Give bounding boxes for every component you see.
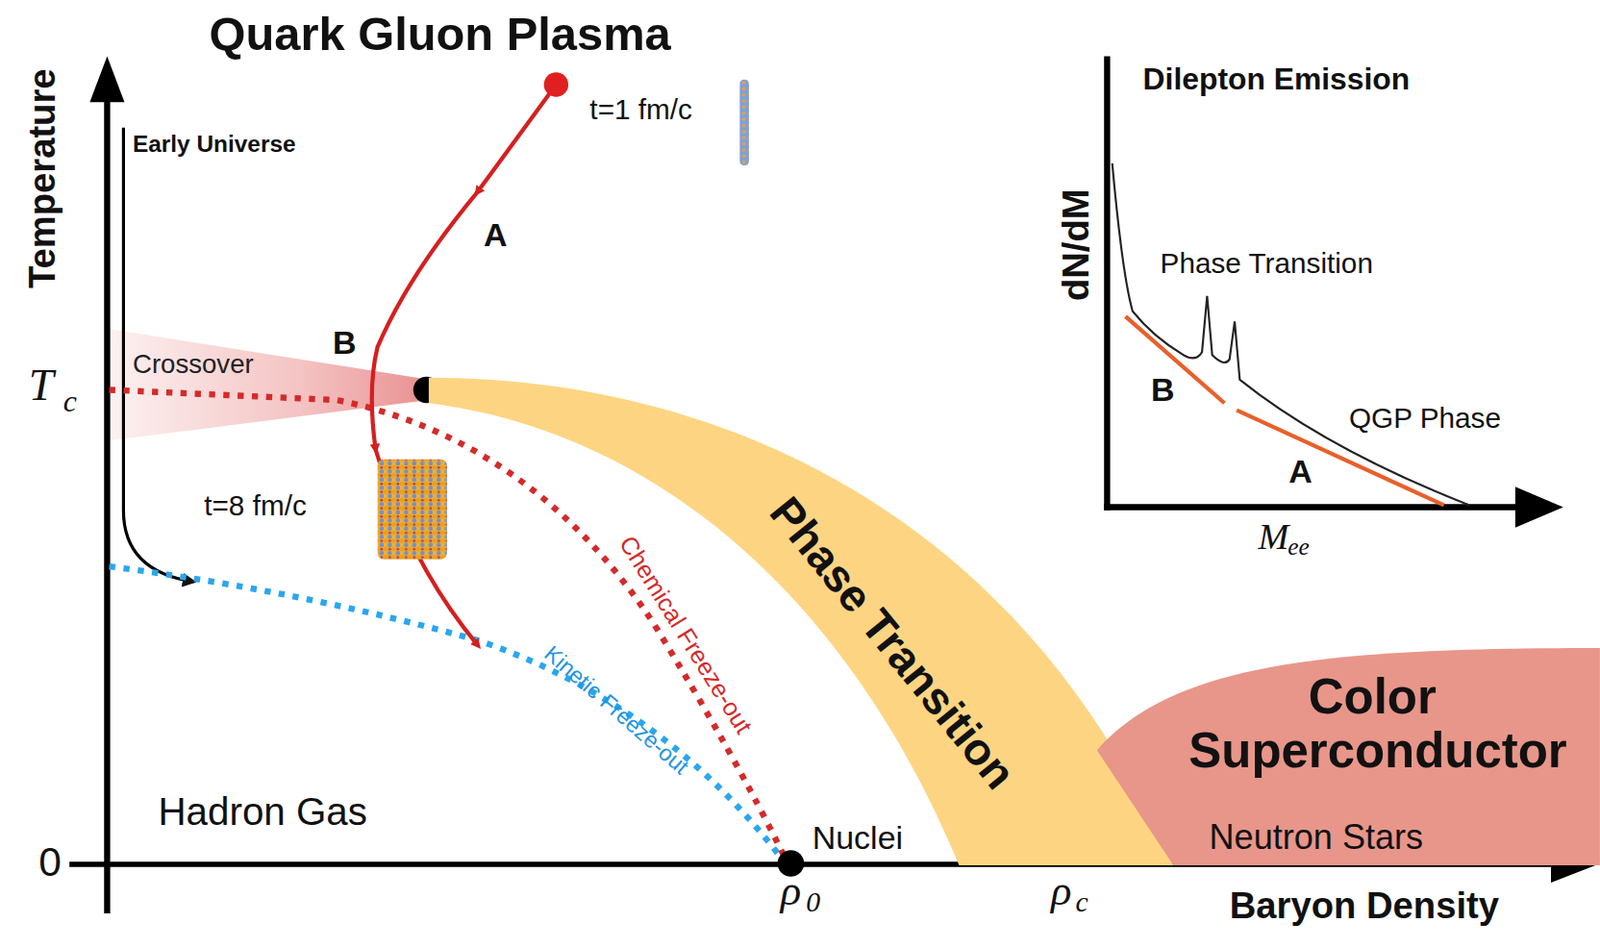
- axis-tick: ρ: [1050, 869, 1072, 913]
- stage-letter: A: [483, 218, 508, 251]
- axis-tick-sub: c: [1075, 887, 1089, 917]
- region-title: Color Superconductor: [1188, 671, 1556, 779]
- curve-label: QGP Phase: [1349, 403, 1501, 433]
- phase-transition-band: Phase Transition: [428, 375, 1175, 866]
- axis-title: dN/dM: [1057, 188, 1095, 301]
- axis-title: M: [1257, 518, 1289, 555]
- trajectory-label: Early Universe: [132, 132, 297, 156]
- stage-letter: A: [1288, 454, 1313, 488]
- region-label: Hadron Gas: [157, 792, 367, 831]
- axis-tick-sub: 0: [805, 887, 821, 917]
- axis-title: Baryon Density: [1229, 887, 1500, 925]
- inset-title: Dilepton Emission: [1143, 64, 1411, 96]
- line-label: Kinetic Freeze-out: [540, 642, 693, 779]
- diagram-title: Quark Gluon Plasma: [209, 10, 672, 58]
- axis-tick: ρ: [780, 869, 801, 913]
- line-label: Chemical Freeze-out: [615, 531, 757, 738]
- curve-label: Phase Transition: [1160, 250, 1374, 279]
- axis-tick: T: [28, 363, 54, 409]
- color-superconductor-region: Color SuperconductorNeutron Stars: [1097, 648, 1600, 866]
- point-label: Nuclei: [812, 821, 903, 854]
- time-label: t=8 fm/c: [203, 492, 307, 522]
- axis-tick: 0: [38, 841, 62, 882]
- axis-tick-sub: c: [63, 385, 77, 417]
- region-note: Neutron Stars: [1209, 819, 1425, 854]
- region-label: Crossover: [132, 350, 254, 378]
- stage-letter: B: [1150, 373, 1175, 406]
- axis-title-sub: ee: [1287, 534, 1310, 559]
- stage-letter: B: [332, 326, 357, 360]
- time-label: t=1 fm/c: [589, 96, 693, 125]
- axis-title: Temperature: [24, 68, 61, 289]
- region-shape: [428, 375, 1175, 866]
